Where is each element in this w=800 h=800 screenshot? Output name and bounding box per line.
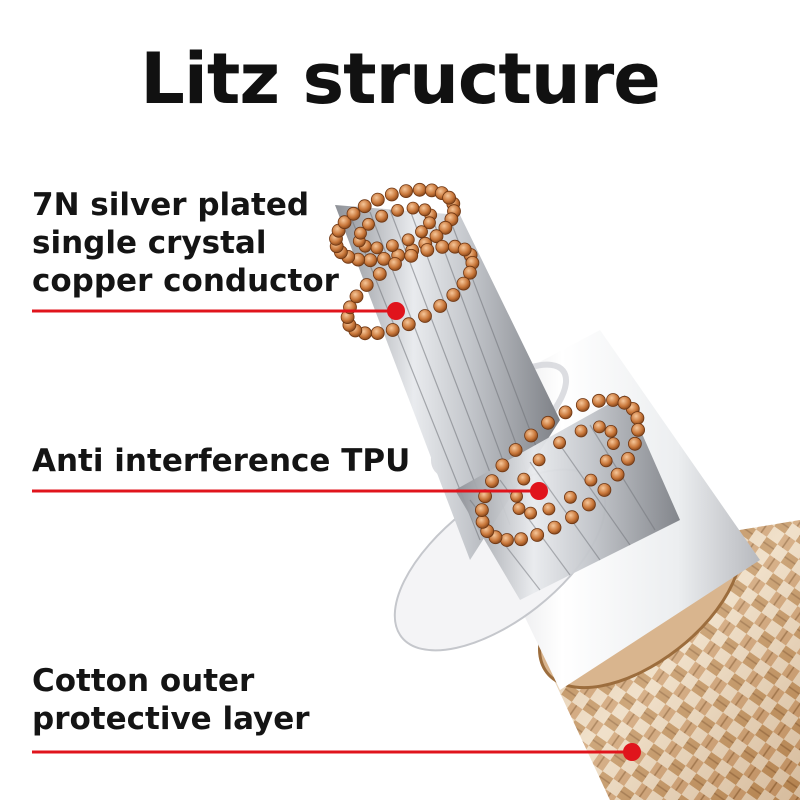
copper-strand-tip bbox=[485, 474, 499, 489]
copper-strand-tip bbox=[385, 239, 399, 253]
copper-strand-tip bbox=[621, 451, 635, 466]
copper-strand-tip bbox=[593, 420, 606, 434]
copper-strand-tip bbox=[597, 483, 612, 497]
copper-strand-tip bbox=[495, 458, 510, 473]
copper-strand-tip bbox=[617, 395, 632, 410]
copper-strand-tip bbox=[457, 242, 472, 257]
copper-strand-tip bbox=[592, 393, 606, 408]
conductor-label: 7N silver plated single crystal copper c… bbox=[32, 186, 339, 300]
copper-strand-tip bbox=[524, 428, 538, 443]
copper-strand-tip bbox=[474, 503, 489, 518]
copper-strand-tip bbox=[346, 206, 361, 221]
copper-strand-tip bbox=[418, 203, 432, 217]
copper-strand-tip bbox=[463, 265, 477, 280]
copper-strand-tip bbox=[512, 502, 526, 516]
leader-line-conductor bbox=[32, 302, 405, 320]
copper-strand-tip bbox=[357, 199, 372, 214]
copper-strand-tip bbox=[401, 233, 415, 247]
copper-conductor-secondary bbox=[474, 393, 645, 547]
copper-strand-tip bbox=[412, 182, 427, 197]
copper-strand-tip bbox=[406, 201, 420, 215]
copper-strand-tip bbox=[524, 506, 537, 520]
copper-strand-tip bbox=[391, 203, 405, 217]
conductor-label-line-1: 7N silver plated bbox=[32, 187, 310, 223]
conductor-label-line-3: copper conductor bbox=[32, 263, 339, 299]
cotton-label-line-2: protective layer bbox=[32, 701, 310, 737]
copper-strand-tip bbox=[610, 467, 625, 482]
copper-strand-tip bbox=[401, 317, 416, 332]
copper-strand-tip bbox=[388, 257, 402, 271]
copper-strand-tip bbox=[604, 424, 618, 438]
copper-strand-tip bbox=[553, 436, 566, 450]
copper-strand-tip bbox=[337, 215, 352, 230]
copper-strand-tip bbox=[418, 309, 432, 323]
copper-strand-tip bbox=[429, 229, 444, 244]
copper-strand-tip bbox=[370, 241, 384, 255]
copper-strand-tip bbox=[565, 510, 579, 525]
copper-strand-tip bbox=[420, 243, 435, 257]
copper-strand-tip bbox=[532, 453, 546, 467]
leader-line-tpu bbox=[32, 482, 548, 500]
copper-strand-tip bbox=[582, 497, 596, 512]
copper-strand-tip bbox=[363, 253, 378, 268]
leader-line-cotton bbox=[32, 743, 641, 761]
copper-strand-tip bbox=[517, 472, 531, 486]
copper-strand-tip bbox=[514, 532, 528, 547]
page-title: Litz structure bbox=[140, 38, 660, 120]
copper-strand-tip bbox=[631, 422, 645, 437]
copper-strand-tip bbox=[564, 490, 577, 504]
copper-strand-tip bbox=[541, 415, 555, 430]
tpu-label: Anti interference TPU bbox=[32, 442, 410, 480]
conductor-label-line-2: single crystal bbox=[32, 225, 267, 261]
copper-strand-tip bbox=[375, 209, 389, 223]
copper-strand-tip bbox=[370, 192, 385, 207]
copper-strand-tip bbox=[433, 299, 448, 313]
copper-strand-tip bbox=[435, 239, 450, 254]
copper-strand-tip bbox=[630, 411, 645, 426]
copper-strand-tip bbox=[606, 393, 620, 407]
copper-strand-tip bbox=[607, 437, 620, 451]
copper-strand-tip bbox=[475, 515, 490, 529]
copper-strand-tip bbox=[404, 248, 419, 263]
cotton-label-line-1: Cotton outer bbox=[32, 663, 255, 699]
copper-strand-tip bbox=[530, 528, 545, 542]
copper-strand-tip bbox=[500, 533, 514, 547]
copper-strand-tip bbox=[446, 288, 461, 302]
copper-conductor bbox=[329, 182, 480, 341]
copper-strand-tip bbox=[575, 398, 590, 412]
tpu-label-line-1: Anti interference TPU bbox=[32, 443, 411, 479]
copper-strand-tip bbox=[385, 323, 400, 337]
copper-strand-tip bbox=[362, 217, 375, 231]
copper-strand-tip bbox=[438, 220, 453, 235]
copper-strand-tip bbox=[384, 187, 399, 202]
copper-strand-tip bbox=[599, 454, 613, 468]
copper-strand-tip bbox=[542, 502, 556, 516]
copper-strand-tip bbox=[423, 216, 436, 230]
copper-strand-tip bbox=[349, 289, 364, 304]
copper-strand-tip bbox=[508, 443, 523, 457]
copper-strand-tip bbox=[359, 278, 374, 292]
copper-strand-tip bbox=[399, 184, 414, 199]
copper-strand-tip bbox=[456, 276, 471, 291]
copper-strand-tip bbox=[354, 226, 367, 240]
copper-strand-tip bbox=[372, 267, 387, 281]
copper-strand-tip bbox=[584, 473, 598, 487]
copper-strand-tip bbox=[415, 225, 428, 239]
cotton-label: Cotton outer protective layer bbox=[32, 662, 310, 738]
copper-strand-tip bbox=[442, 190, 457, 205]
copper-strand-tip bbox=[628, 436, 642, 451]
copper-strand-tip bbox=[370, 326, 385, 341]
copper-strand-tip bbox=[558, 405, 573, 420]
copper-strand-tip bbox=[547, 520, 562, 535]
copper-strand-tip bbox=[574, 424, 588, 438]
